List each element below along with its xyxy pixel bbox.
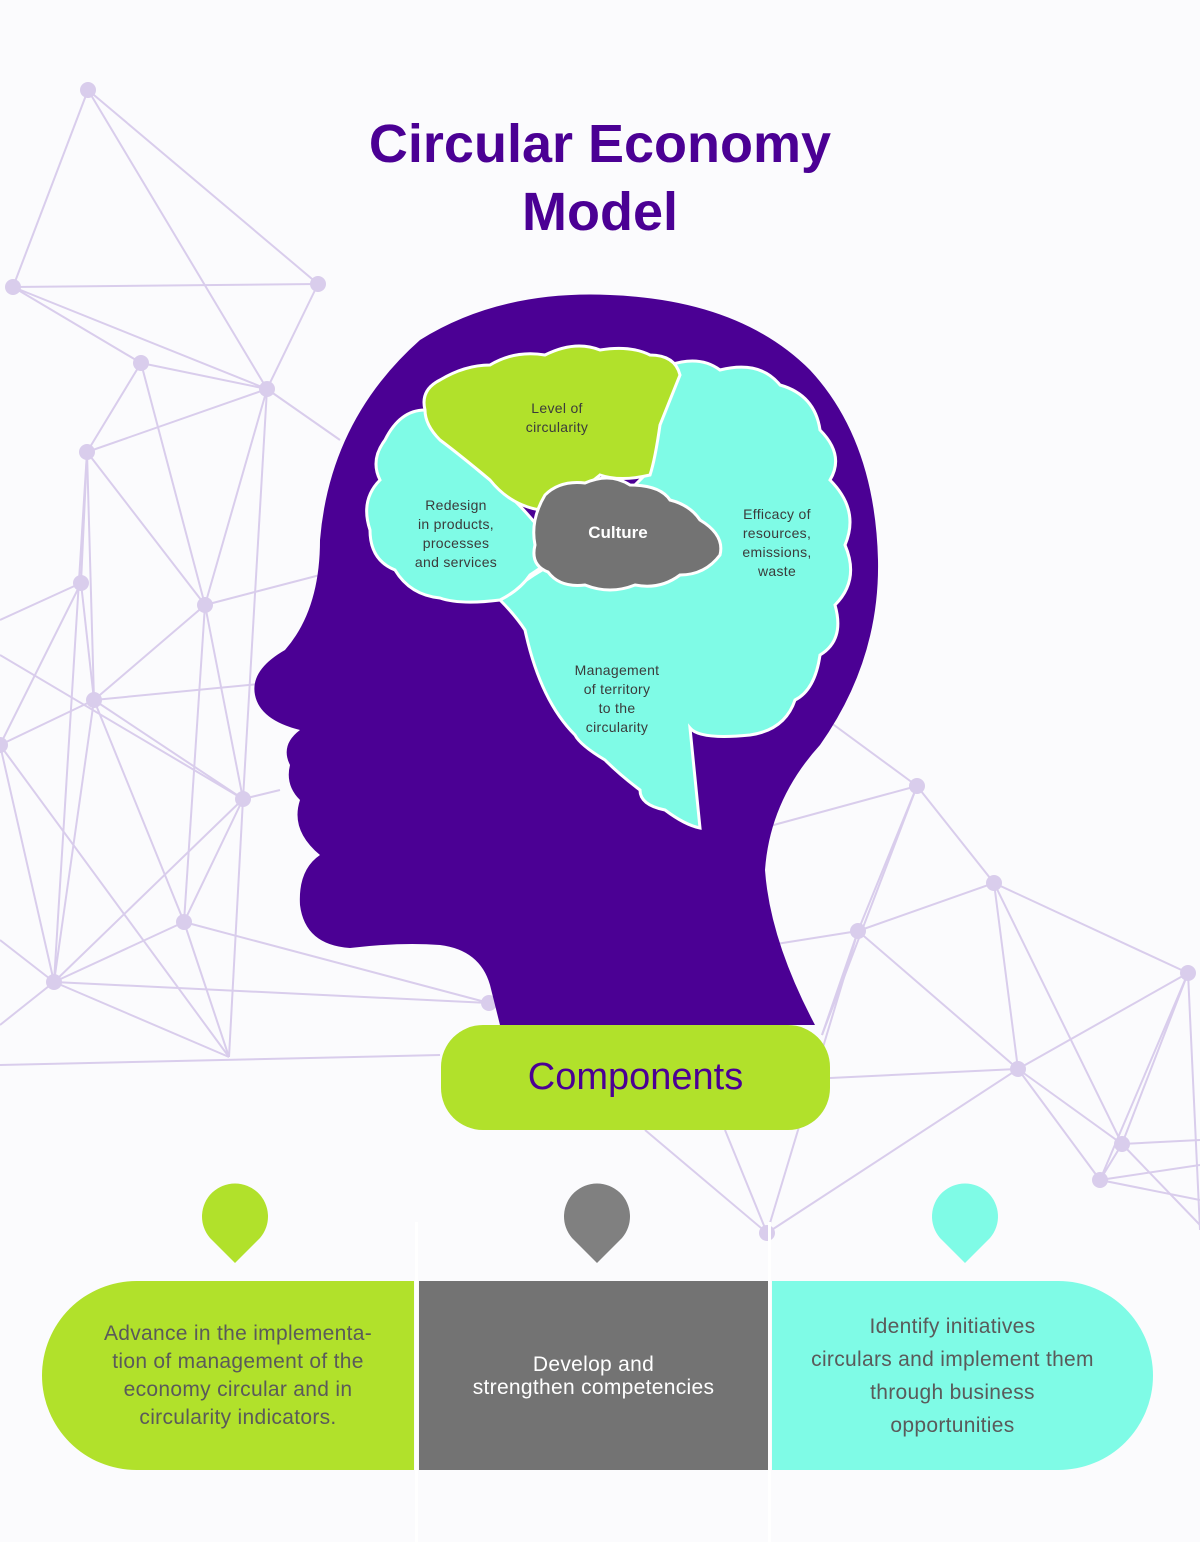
brain-culture-region [532, 476, 723, 592]
network-background [0, 89, 1200, 1234]
label-level-of-circularity: Level of circularity [525, 400, 589, 435]
network-nodes [0, 82, 1196, 1241]
components-pill: Components [441, 1025, 830, 1130]
label-redesign: Redesign in products, processes and serv… [414, 497, 498, 570]
component-panel-advance: Advance in the implementa- tion of manag… [42, 1281, 414, 1470]
label-culture: Culture [588, 523, 648, 542]
label-management: Management of territory to the circulari… [574, 662, 660, 735]
marker-gray [564, 1183, 631, 1263]
brain-level-region [422, 344, 682, 512]
component-panel-identify: Identify initiatives circulars and imple… [772, 1281, 1153, 1470]
marker-green [201, 1183, 268, 1263]
brain-efficacy-region [497, 359, 853, 830]
marker-cyan [931, 1183, 998, 1263]
divider-line-right [768, 1222, 771, 1542]
title-line-2: Model [522, 182, 678, 242]
component-text-identify: Identify initiatives circulars and imple… [811, 1314, 1094, 1437]
title-line-1: Circular Economy [368, 114, 832, 174]
component-text-advance: Advance in the implementa- tion of manag… [103, 1321, 373, 1429]
label-efficacy: Efficacy of resources, emissions, waste [742, 506, 812, 579]
components-label: Components [527, 1056, 744, 1098]
component-text-develop: Develop and strengthen competencies [472, 1352, 715, 1399]
page-title: Circular Economy Model [0, 110, 1200, 246]
component-panel-develop: Develop and strengthen competencies [419, 1281, 768, 1470]
divider-line-left [415, 1222, 418, 1542]
brain [365, 344, 853, 830]
markers [201, 1183, 998, 1263]
